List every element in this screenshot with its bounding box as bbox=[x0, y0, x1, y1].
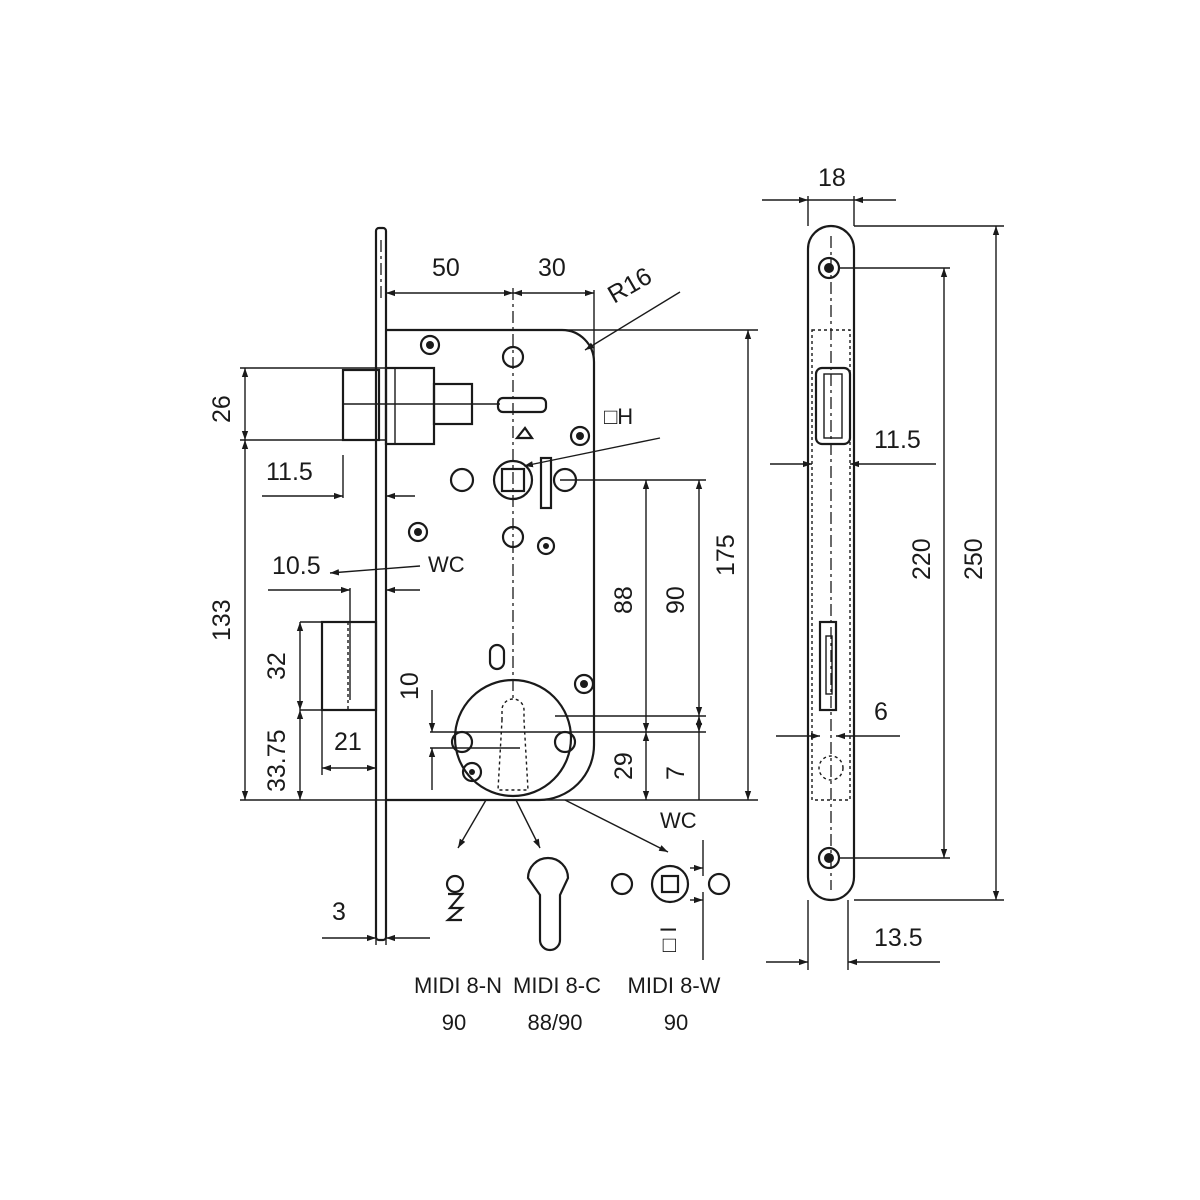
dim-10-5: 10.5 bbox=[272, 552, 321, 580]
leader-r16 bbox=[584, 291, 681, 351]
dim-13-5: 13.5 bbox=[874, 924, 923, 952]
dim-10: 10 bbox=[396, 672, 424, 700]
dim-250: 250 bbox=[960, 538, 988, 580]
label-wc-upper: WC bbox=[428, 552, 465, 577]
dim-175: 175 bbox=[712, 534, 740, 576]
dim-backset: 50 bbox=[432, 254, 460, 282]
dim-side-11-5: 11.5 bbox=[874, 426, 921, 454]
latch-bolt bbox=[320, 620, 378, 712]
variant-n-name: MIDI 8-N bbox=[414, 973, 502, 998]
forend-plate bbox=[374, 226, 388, 942]
slot bbox=[496, 396, 548, 414]
dim-88: 88 bbox=[610, 586, 638, 614]
dim-30: 30 bbox=[538, 254, 566, 282]
dim-32: 32 bbox=[263, 652, 291, 680]
dim-7: 7 bbox=[662, 766, 690, 780]
dim-133: 133 bbox=[208, 599, 236, 641]
variant-c-name: MIDI 8-C bbox=[513, 973, 601, 998]
variant-w-value: 90 bbox=[664, 1010, 688, 1035]
cylinder-c-symbol bbox=[526, 856, 570, 952]
variant-symbols: MIDI 8-N 90 MIDI 8-C 88/90 MIDI 8-W 90 bbox=[414, 840, 731, 1035]
deadbolt bbox=[341, 366, 500, 446]
variant-n-value: 90 bbox=[442, 1010, 466, 1035]
cylinder-rose bbox=[450, 678, 577, 798]
side-view: 18 11.5 220 250 6 13.5 bbox=[762, 164, 1004, 970]
label-follower: □H bbox=[604, 404, 633, 429]
case-holes bbox=[407, 334, 595, 695]
lock-case bbox=[386, 328, 596, 802]
leader-follower bbox=[523, 437, 661, 468]
dim-220: 220 bbox=[908, 538, 936, 580]
dim-6: 6 bbox=[874, 698, 888, 726]
dim-3: 3 bbox=[332, 898, 346, 926]
dim-21: 21 bbox=[334, 728, 362, 756]
triangle-mark bbox=[514, 426, 535, 440]
dim-26: 26 bbox=[208, 395, 236, 423]
dim-18: 18 bbox=[818, 164, 846, 192]
dim-90: 90 bbox=[662, 586, 690, 614]
keyhole-n-symbol bbox=[445, 874, 465, 922]
dim-radius: R16 bbox=[603, 262, 657, 309]
deadbolt-opening bbox=[814, 366, 852, 446]
dim-29: 29 bbox=[610, 752, 638, 780]
front-view: 50 30 R16 26 11.5 10.5 WC □H 133 32 33.7… bbox=[208, 226, 758, 952]
follower bbox=[492, 456, 553, 510]
label-square: □ I bbox=[656, 926, 681, 952]
wc-w-symbol bbox=[610, 840, 731, 960]
dim-33-75: 33.75 bbox=[263, 729, 291, 792]
dim-11-5: 11.5 bbox=[266, 458, 313, 486]
variant-w-name: MIDI 8-W bbox=[628, 973, 721, 998]
variant-c-value: 88/90 bbox=[527, 1010, 582, 1035]
label-wc-lower: WC bbox=[660, 808, 697, 833]
latch-opening bbox=[818, 620, 838, 712]
faceplate-outline bbox=[806, 224, 856, 902]
